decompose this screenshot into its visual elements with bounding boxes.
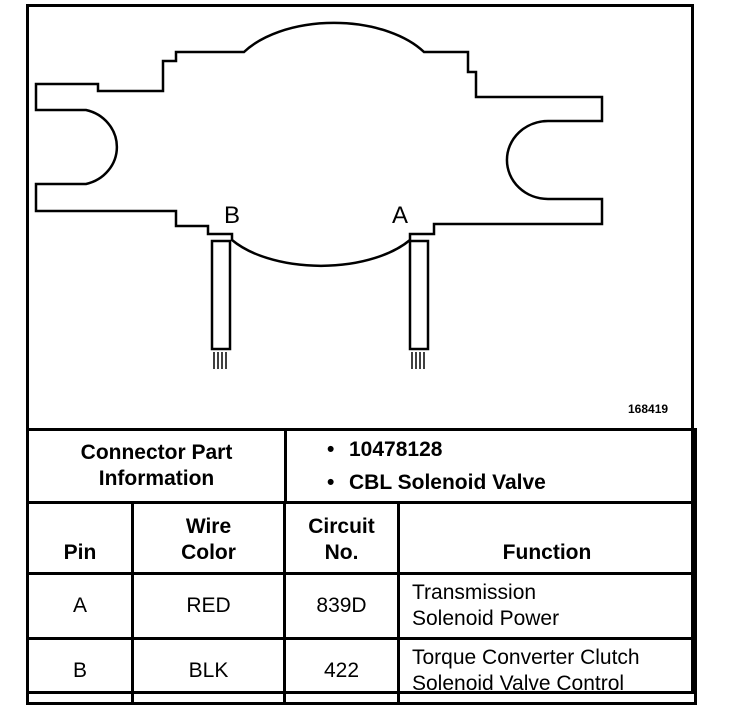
header-wire-color: Wire Color xyxy=(131,501,286,575)
connector-body-outline xyxy=(34,21,604,268)
connector-info-item: •CBL Solenoid Valve xyxy=(327,471,546,494)
connector-info-label: Connector Part Information xyxy=(26,428,287,504)
header-function: Function xyxy=(397,501,697,575)
pin-table-header: Pin Wire Color Circuit No. Function xyxy=(26,501,697,575)
cell-wire-color: BLK xyxy=(131,637,286,705)
cell-function: Torque Converter Clutch Solenoid Valve C… xyxy=(397,637,697,705)
connector-info-item: •10478128 xyxy=(327,438,443,461)
connector-info-table: Connector Part Information •10478128 •CB… xyxy=(26,428,697,504)
cell-circuit: 839D xyxy=(283,572,400,640)
pin-table: Pin Wire Color Circuit No. Function A RE… xyxy=(26,501,697,705)
header-circuit: Circuit No. xyxy=(283,501,400,575)
table-row: B BLK 422 Torque Converter Clutch Soleno… xyxy=(26,637,697,705)
cell-pin: B xyxy=(26,637,134,705)
wire-a xyxy=(408,239,430,351)
pin-label-b: B xyxy=(224,202,241,229)
part-code: 168419 xyxy=(628,402,669,416)
table-row: A RED 839D Transmission Solenoid Power xyxy=(26,572,697,640)
cell-wire-color: RED xyxy=(131,572,286,640)
wire-b xyxy=(210,239,232,351)
connector-drawing xyxy=(34,21,604,369)
connector-diagram xyxy=(26,4,694,430)
pin-label-a: A xyxy=(392,202,409,229)
header-pin: Pin xyxy=(26,501,134,575)
cell-function: Transmission Solenoid Power xyxy=(397,572,697,640)
cell-pin: A xyxy=(26,572,134,640)
connector-info-items: •10478128 •CBL Solenoid Valve xyxy=(284,428,697,504)
cell-circuit: 422 xyxy=(283,637,400,705)
